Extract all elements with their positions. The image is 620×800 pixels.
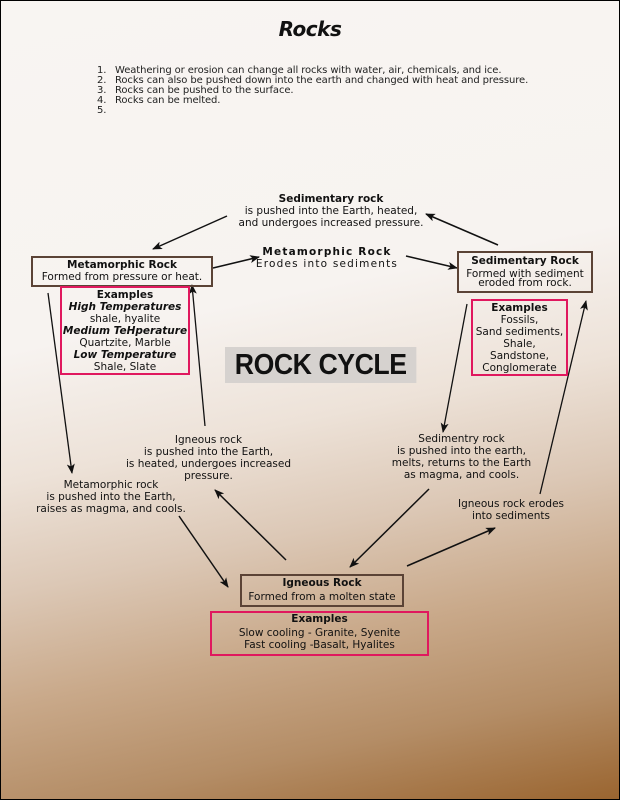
transition-meta-to-sed: Metamorphic Rock Erodes into sediments — [239, 246, 415, 270]
fact-text: Rocks can be melted. — [115, 95, 221, 106]
fact-text: Rocks can also be pushed down into the e… — [115, 75, 529, 86]
arrow-sed-down — [440, 303, 468, 433]
arrow-meta-box-to-erodes — [212, 255, 260, 269]
transition-line: raises as magma, and cools. — [36, 503, 186, 515]
example-item: Slow cooling - Granite, Syenite — [238, 627, 401, 639]
transition-line: pressure. — [184, 470, 233, 482]
transition-title: Sedimentary rock — [278, 193, 384, 205]
fact-number: 2. — [97, 75, 107, 86]
node-igneous-rock: Igneous Rock Formed from a molten state — [240, 574, 404, 607]
node-subtitle: eroded from rock. — [478, 277, 572, 289]
example-item: Sandstone, — [490, 350, 549, 362]
fact-item: 4. Rocks can be melted. — [97, 96, 528, 106]
transition-line: into sediments — [472, 510, 550, 522]
page-title: Rocks — [278, 17, 342, 41]
rock-cycle-label: ROCK CYCLE — [225, 347, 417, 383]
fact-number: 3. — [97, 85, 107, 96]
fact-item: 5. — [97, 106, 528, 116]
node-title: Sedimentary Rock — [471, 255, 579, 267]
fact-text: Weathering or erosion can change all roc… — [115, 65, 502, 76]
transition-title: Metamorphic Rock — [262, 246, 392, 258]
transition-line: Sedimentry rock — [418, 433, 505, 445]
node-subtitle: Formed from a molten state — [248, 591, 396, 603]
examples-igneous: Examples Slow cooling - Granite, Syenite… — [210, 611, 429, 656]
example-item: Quartzite, Marble — [79, 337, 171, 349]
transition-line: Erodes into sediments — [255, 258, 399, 270]
arrow-sed-text-to-meta — [152, 215, 228, 250]
node-subtitle: Formed from pressure or heat. — [41, 271, 203, 283]
fact-item: 2. Rocks can also be pushed down into the… — [97, 76, 528, 86]
transition-ign-to-meta: Igneous rock is pushed into the Earth, i… — [116, 434, 301, 482]
fact-item: 1. Weathering or erosion can change all r… — [97, 66, 528, 76]
example-item: Sand sediments, — [475, 326, 564, 338]
arrow-sed-text-to-ign — [349, 488, 430, 568]
fact-number: 1. — [97, 65, 107, 76]
arrow-ign-text-up-to-meta — [188, 284, 206, 427]
arrow-sed-box-to-sed-text — [425, 213, 499, 246]
node-sedimentary-rock: Sedimentary Rock Formed with sediment er… — [457, 251, 593, 293]
arrow-ign-to-ign-text — [214, 489, 287, 561]
examples-header: Examples — [96, 289, 154, 301]
transition-sed-to-ign: Sedimentry rock is pushed into the earth… — [369, 433, 554, 481]
example-item: Fossils, — [500, 314, 539, 326]
transition-line: Metamorphic rock — [63, 479, 159, 491]
example-item: shale, hyalite — [89, 313, 161, 325]
transition-sed-to-meta: Sedimentary rock is pushed into the Eart… — [221, 193, 441, 229]
example-item: Shale, Slate — [93, 361, 157, 373]
examples-header: Examples — [291, 613, 348, 625]
arrow-meta-down — [47, 292, 75, 474]
node-subtitle: Formed with sediment — [466, 268, 584, 280]
examples-header: Examples — [491, 302, 548, 314]
arrow-erodes-to-sed-box — [405, 255, 458, 270]
example-item: Fast cooling -Basalt, Hyalites — [244, 639, 395, 651]
fact-number: 5. — [97, 105, 107, 116]
transition-meta-to-ign: Metamorphic rock is pushed into the Eart… — [26, 479, 196, 515]
transition-line: is pushed into the Earth, — [143, 446, 274, 458]
node-metamorphic-rock: Metamorphic Rock Formed from pressure or… — [31, 256, 213, 287]
transition-line: is pushed into the Earth, heated, — [244, 205, 418, 217]
fact-text: Rocks can be pushed to the surface. — [115, 85, 294, 96]
transition-line: as magma, and cools. — [403, 469, 520, 481]
arrow-meta-text-to-ign — [178, 515, 229, 588]
transition-line: Igneous rock erodes — [457, 498, 565, 510]
transition-line: melts, returns to the Earth — [391, 457, 532, 469]
examples-metamorphic: Examples High Temperatures shale, hyalit… — [60, 286, 190, 375]
node-title: Metamorphic Rock — [67, 259, 177, 271]
example-category: High Temperatures — [68, 301, 182, 313]
example-category: Medium TeHperature — [62, 325, 188, 337]
example-item: Shale, — [503, 338, 536, 350]
arrow-ign-erodes-up — [539, 300, 588, 495]
transition-line: is pushed into the earth, — [397, 445, 526, 457]
transition-line: and undergoes increased pressure. — [238, 217, 424, 229]
arrow-ign-to-erodes — [406, 527, 496, 567]
example-category: Low Temperature — [73, 349, 177, 361]
example-item: Conglomerate — [482, 362, 557, 374]
transition-ign-to-sed: Igneous rock erodes into sediments — [456, 498, 566, 522]
examples-sedimentary: Examples Fossils, Sand sediments, Shale,… — [471, 299, 568, 376]
fact-number: 4. — [97, 95, 107, 106]
transition-line: is pushed into the Earth, — [46, 491, 176, 503]
facts-list: 1. Weathering or erosion can change all r… — [97, 66, 528, 116]
transition-line: is heated, undergoes increased — [125, 458, 292, 470]
transition-line: Igneous rock — [174, 434, 243, 446]
node-title: Igneous Rock — [282, 577, 362, 589]
fact-item: 3. Rocks can be pushed to the surface. — [97, 86, 528, 96]
